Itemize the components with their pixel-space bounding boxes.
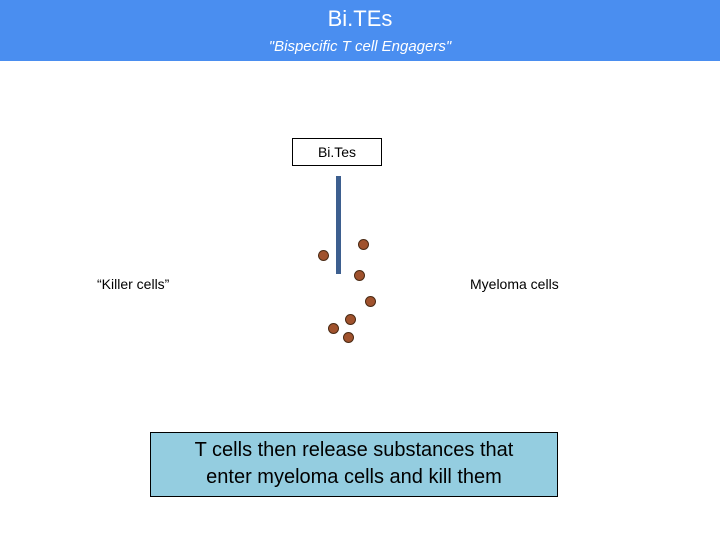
released-substance-particle [358,239,369,250]
bites-connector-rod [336,176,341,274]
callout-line-2: enter myeloma cells and kill them [206,466,502,488]
callout-line-1: T cells then release substances that [194,439,514,461]
released-substance-particle [345,314,356,325]
released-substance-particle [318,250,329,261]
title-banner: Bi.TEs "Bispecific T cell Engagers" [0,0,720,61]
slide-subtitle: "Bispecific T cell Engagers" [268,38,452,55]
released-substance-particle [343,332,354,343]
myeloma-cells-label: Myeloma cells [470,276,559,292]
slide-title: Bi.TEs [327,6,393,31]
explanation-callout: T cells then release substances that ent… [150,432,558,497]
released-substance-particle [354,270,365,281]
bites-label-box: Bi.Tes [292,138,382,166]
killer-cells-label: “Killer cells” [97,276,170,292]
released-substance-particle [328,323,339,334]
released-substance-particle [365,296,376,307]
